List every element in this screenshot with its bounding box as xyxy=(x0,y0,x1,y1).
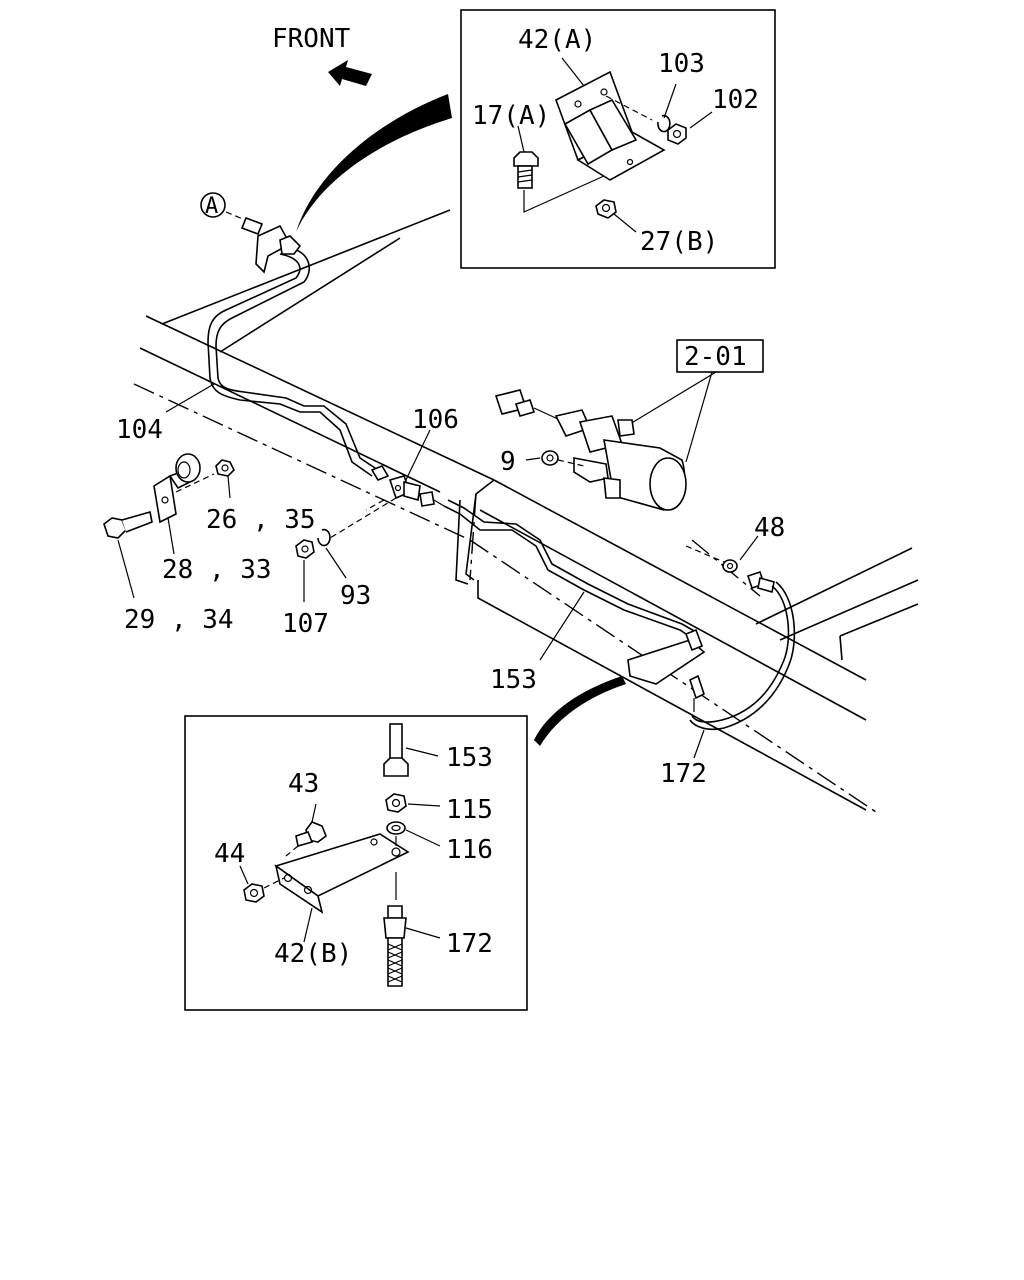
callout-115-detail: 115 xyxy=(446,795,493,825)
front-label: FRONT xyxy=(272,24,351,54)
callout-153: 153 xyxy=(490,665,537,695)
pipe-clip-a: A xyxy=(200,192,302,274)
callout-28-33: 28 , 33 xyxy=(162,555,272,585)
callout-17a: 17(A) xyxy=(472,101,550,131)
washer-116-detail xyxy=(386,821,441,847)
callout-29-34: 29 , 34 xyxy=(124,605,234,635)
bolt-43-detail xyxy=(285,803,327,857)
callout-42a: 42(A) xyxy=(518,25,596,55)
bolt-17a xyxy=(513,151,539,189)
pipe-153 xyxy=(443,499,697,639)
callout-106: 106 xyxy=(412,405,459,435)
callout-107: 107 xyxy=(282,609,329,639)
inset-top-pointer xyxy=(296,94,452,232)
callout-102: 102 xyxy=(712,85,759,115)
callout-9: 9 xyxy=(500,447,516,477)
callout-48: 48 xyxy=(754,513,785,543)
pipe-104 xyxy=(207,247,379,477)
pipe-153-detail xyxy=(383,723,439,777)
callout-116-detail: 116 xyxy=(446,835,493,865)
brake-cylinder xyxy=(494,389,687,511)
washer-9 xyxy=(541,450,559,466)
bracket-42b-frame xyxy=(627,628,706,712)
callout-172: 172 xyxy=(660,759,707,789)
callout-103: 103 xyxy=(658,49,705,79)
clip-93 xyxy=(317,528,331,547)
clip-assembly: 26 , 35 28 , 33 29 , 34 xyxy=(103,453,316,635)
nut-26-35 xyxy=(215,459,235,477)
bolt-29-34 xyxy=(103,510,153,539)
callout-43-detail: 43 xyxy=(288,769,319,799)
callout-153-detail: 153 xyxy=(446,743,493,773)
circle-ref-a: A xyxy=(205,194,218,219)
nut-27b xyxy=(595,199,617,219)
callout-27b: 27(B) xyxy=(640,227,718,257)
inset-bottom-pointer xyxy=(534,676,626,746)
callout-42b-detail: 42(B) xyxy=(274,939,352,969)
callout-26-35: 26 , 35 xyxy=(206,505,316,535)
callout-44-detail: 44 xyxy=(214,839,245,869)
front-arrow-icon xyxy=(328,60,372,86)
bracket-42a xyxy=(555,70,666,181)
ref-box-label: 2-01 xyxy=(684,342,747,372)
hose-172 xyxy=(689,570,796,731)
inset-top: 42(A) 103 102 17(A) 27(B) xyxy=(460,9,776,269)
hose-172-detail xyxy=(383,905,441,987)
inset-bottom: 153 115 116 172 43 44 42(B) xyxy=(184,715,528,1011)
nut-44-detail xyxy=(239,865,285,903)
ref-box-2-01: 2-01 xyxy=(619,339,764,463)
bracket-42b-detail xyxy=(274,833,410,914)
nut-115-detail xyxy=(385,793,441,813)
nut-107 xyxy=(295,539,315,559)
clamp-28-33 xyxy=(153,453,201,524)
washer-48 xyxy=(722,559,738,573)
nut-102 xyxy=(667,123,687,145)
callout-93: 93 xyxy=(340,581,371,611)
callout-104: 104 xyxy=(116,415,163,445)
callout-172-detail: 172 xyxy=(446,929,493,959)
